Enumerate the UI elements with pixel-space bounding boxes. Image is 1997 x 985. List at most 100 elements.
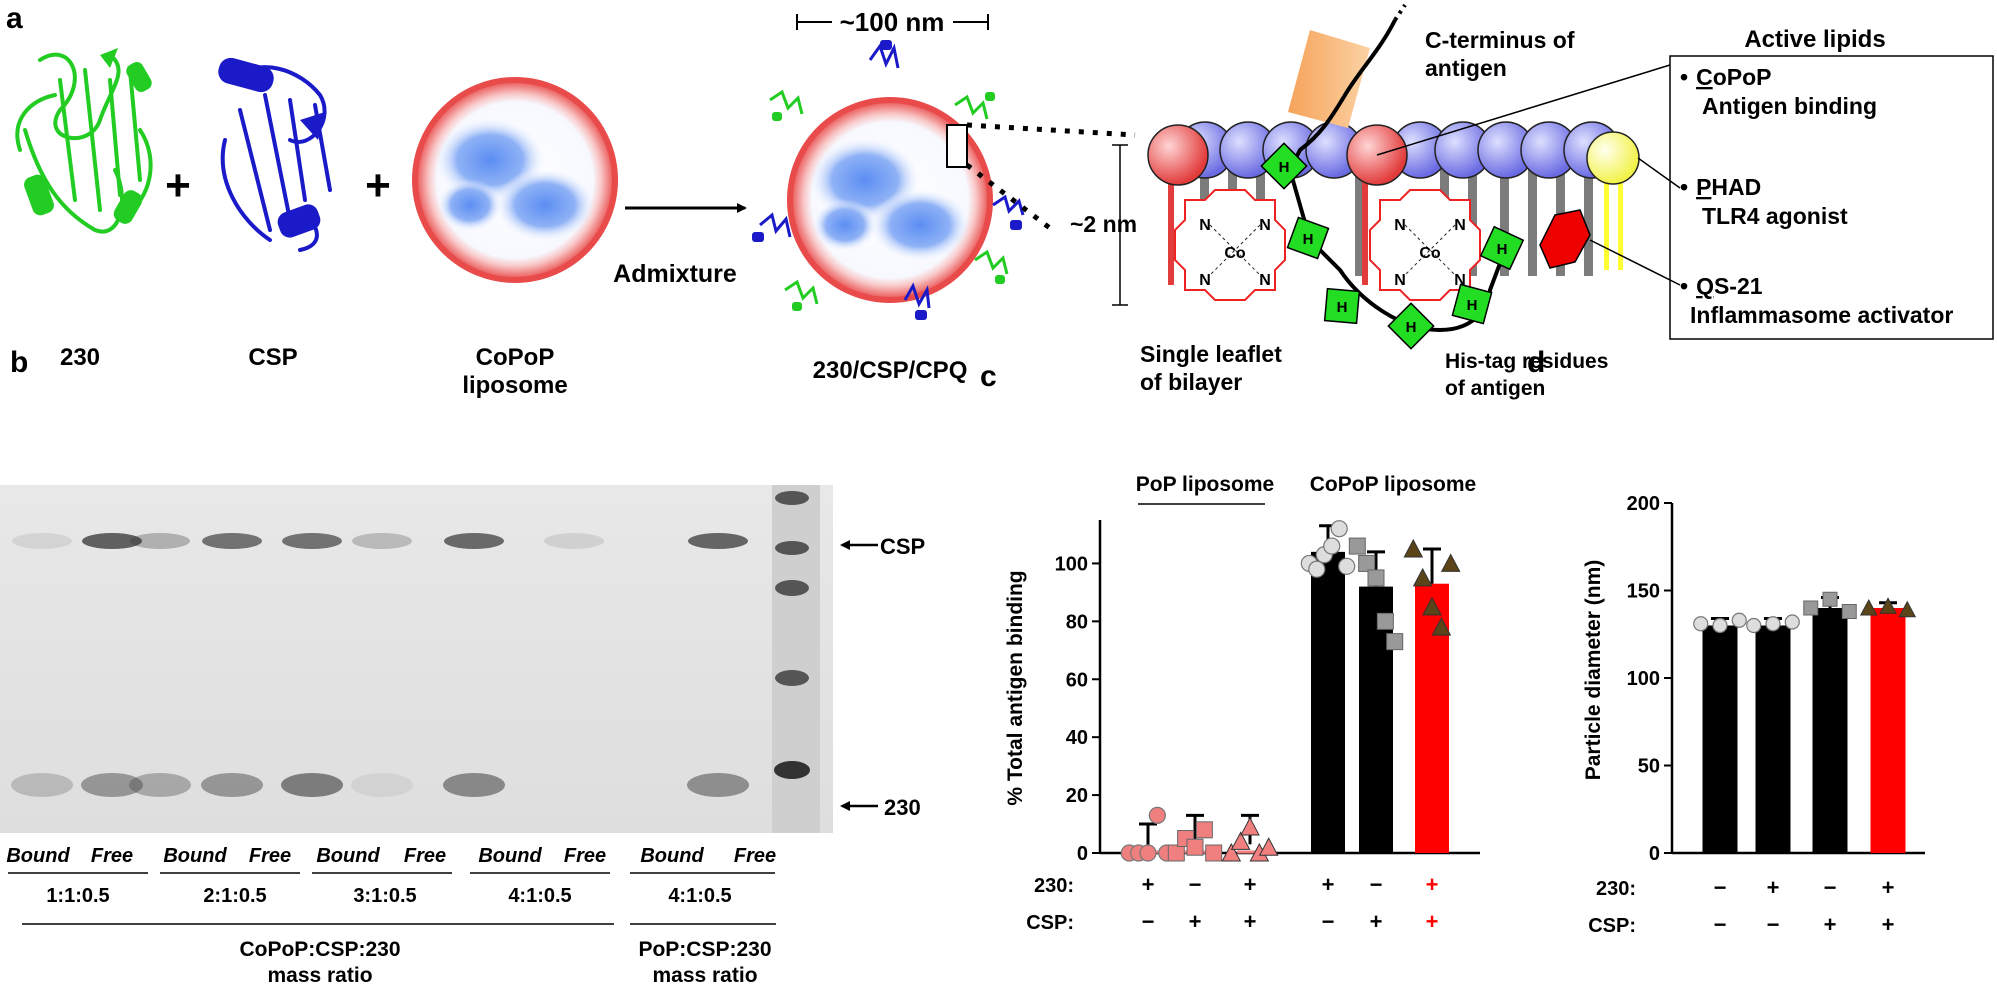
row-label-csp: CSP: [1026, 912, 1074, 934]
gel-band-csp [688, 533, 748, 549]
leaflet-label-1: Single leaflet [1140, 341, 1282, 367]
data-point [1386, 633, 1404, 651]
condition-230: + [1142, 872, 1155, 897]
data-point [1693, 616, 1709, 632]
data-point [1139, 844, 1157, 862]
his-letter: H [1497, 241, 1508, 258]
panel-label-a: a [6, 2, 23, 35]
bullet: • [1680, 273, 1688, 299]
svg-text:•CoPoP: •CoPoP [1680, 64, 1771, 90]
admixture-label: Admixture [613, 260, 737, 288]
lane-label: Free [404, 845, 446, 867]
group-label-pop-1: PoP:CSP:230 [638, 938, 771, 961]
data-point [1403, 538, 1424, 558]
lane-label: Bound [478, 845, 542, 867]
gel-band-csp [352, 533, 412, 549]
data-point [1195, 821, 1213, 839]
ladder-bands [774, 491, 810, 779]
gel-band-230 [129, 773, 191, 797]
gel-band-230 [687, 773, 749, 797]
condition-230: − [1714, 875, 1727, 900]
arrow-label-csp: CSP [880, 534, 925, 559]
data-point [1240, 816, 1260, 836]
data-point [1376, 612, 1394, 630]
panel-label-c: c [980, 360, 997, 393]
condition-csp: + [1426, 909, 1439, 934]
bar [1870, 608, 1906, 853]
panel-label-d: d [1527, 346, 1545, 379]
svg-text:•PHAD: •PHAD [1680, 174, 1761, 200]
lane-label: Bound [640, 845, 704, 867]
qs21-hexagon [1539, 209, 1591, 269]
group-label-copop: CoPoP liposome [1310, 473, 1476, 496]
lane-label: Bound [163, 845, 227, 867]
data-point [1186, 838, 1204, 856]
label-230: 230 [60, 344, 100, 371]
condition-csp: + [1189, 909, 1202, 934]
bar [1812, 608, 1848, 853]
n-label: N [1454, 217, 1466, 234]
panel-c: % Total antigen binding 020406080100+−−+… [1004, 473, 1480, 934]
lipid-role: Inflammasome activator [1690, 302, 1953, 328]
label-liposome-1: CoPoP [476, 344, 555, 371]
gel-band-csp [282, 533, 342, 549]
gel-band-230 [443, 773, 505, 797]
his-tag-label-2: of antigen [1445, 377, 1545, 400]
lipid-initial: Q [1696, 273, 1714, 299]
data-point [1422, 596, 1442, 616]
bar [1755, 625, 1791, 853]
data-point [1412, 567, 1433, 587]
active-lipid-copop: •CoPoP Antigen binding [1680, 64, 1877, 119]
condition-csp: + [1370, 909, 1383, 934]
condition-230: − [1370, 872, 1383, 897]
bar [1311, 551, 1345, 853]
data-point [1898, 600, 1917, 618]
ratio-label: 3:1:0.5 [353, 885, 416, 907]
y-tick-label: 0 [1077, 843, 1088, 865]
data-point [1803, 600, 1819, 616]
condition-csp: + [1244, 909, 1257, 934]
lane-label: Bound [6, 845, 70, 867]
lipid-name: S-21 [1714, 273, 1763, 299]
active-lipid-phad: •PHAD TLR4 agonist [1680, 174, 1848, 229]
n-label: N [1394, 272, 1406, 289]
n-label: N [1199, 217, 1211, 234]
data-point [1338, 557, 1356, 575]
plus-sign-2: + [365, 161, 391, 210]
condition-230: + [1882, 875, 1895, 900]
product-label: 230/CSP/CPQ [813, 357, 968, 384]
co-label: Co [1419, 245, 1441, 262]
data-point [1712, 617, 1728, 634]
condition-csp: − [1322, 909, 1335, 934]
gel-band-csp [130, 533, 190, 549]
attached-antigens [752, 40, 1025, 320]
active-lipids-box [1669, 55, 1994, 340]
protein-230-ribbon [15, 52, 153, 234]
panel-label-b: b [10, 346, 28, 379]
lane-label: Bound [316, 845, 380, 867]
his-letter: H [1406, 319, 1417, 336]
n-label: N [1259, 272, 1271, 289]
his-tag-label-1: His-tag residues [1445, 350, 1608, 373]
y-tick-label: 20 [1066, 785, 1088, 807]
gel-band-230 [351, 773, 413, 797]
data-point [1784, 614, 1800, 630]
his-letter: H [1337, 299, 1348, 316]
his-letter: H [1467, 297, 1478, 314]
leader-phad [1637, 157, 1681, 189]
label-csp: CSP [248, 344, 297, 371]
n-label: N [1199, 272, 1211, 289]
leader-qs21 [1589, 239, 1681, 286]
data-point [1731, 612, 1747, 628]
data-point [1330, 520, 1348, 538]
data-point [1367, 569, 1385, 587]
data-point [1746, 617, 1762, 634]
data-point [1221, 842, 1242, 862]
gel-band-csp [202, 533, 262, 549]
condition-csp: + [1824, 912, 1837, 937]
gel-band-230 [281, 773, 343, 797]
y-tick-label: 50 [1638, 756, 1660, 778]
his-letter: H [1303, 231, 1314, 248]
